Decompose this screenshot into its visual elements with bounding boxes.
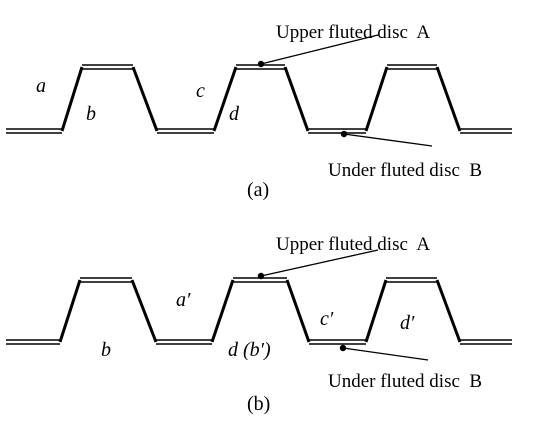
under-disc-label: Under fluted disc B (328, 371, 482, 392)
region-c-prime-label: c′ (320, 308, 334, 330)
region-d-label: d (229, 103, 240, 125)
region-a-prime-label: a′ (176, 289, 191, 311)
upper-fluted-disc-a-profile (6, 64, 512, 134)
under-leader-line (342, 347, 429, 361)
upper-disc-label: Upper fluted disc A (276, 22, 430, 43)
region-d-prime-label: d′ (400, 312, 415, 334)
upper-contact-dot (257, 60, 265, 68)
panel-a-caption: (a) (247, 179, 269, 201)
region-b-label: b (101, 339, 111, 361)
panel-a: Upper fluted disc A Under fluted disc B … (6, 22, 512, 201)
upper-disc-label: Upper fluted disc A (276, 234, 430, 255)
panel-b: Upper fluted disc A Under fluted disc B … (6, 234, 512, 415)
panel-b-caption: (b) (247, 393, 270, 415)
upper-leader-line (260, 249, 379, 277)
region-d-b-prime-label: d (b′) (228, 339, 271, 361)
under-disc-label: Under fluted disc B (328, 160, 482, 181)
region-c-label: c (196, 80, 205, 102)
upper-leader-line (260, 34, 379, 65)
under-leader-line (343, 133, 433, 147)
upper-fluted-disc-b-profile (6, 277, 512, 345)
region-a-label: a (36, 75, 46, 97)
region-b-label: b (86, 103, 96, 125)
